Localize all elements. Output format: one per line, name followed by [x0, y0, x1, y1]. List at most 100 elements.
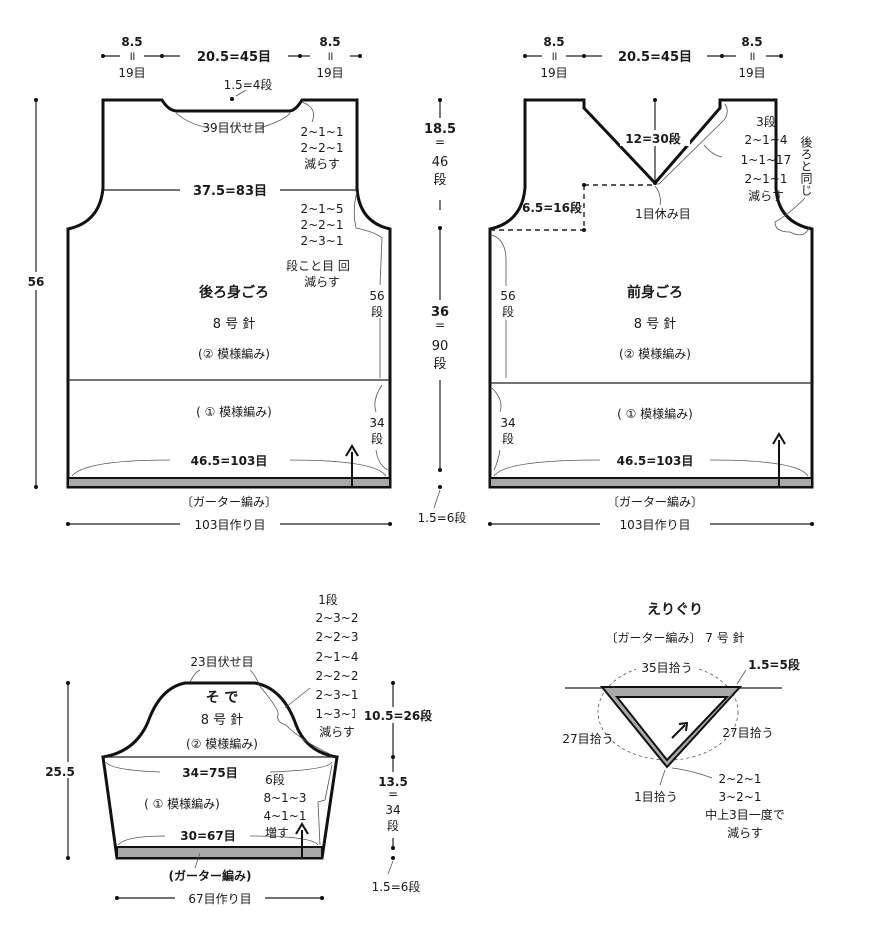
front-title: 前身ごろ — [627, 284, 683, 301]
equals-mark: ॥ — [748, 49, 755, 63]
back-armhole-dec-line: 2~3~1 — [300, 234, 343, 248]
sleeve-body-rows-unit: 段 — [387, 818, 399, 833]
back-neck-dec-line: 減らす — [304, 156, 340, 171]
body-cm: 36 — [431, 305, 449, 320]
front-shoulder-left-sts: 19目 — [540, 66, 567, 80]
sleeve-upper-width: 34=75目 — [182, 766, 237, 780]
sleeve-cap-height: 10.5=26段 — [364, 708, 433, 723]
back-cast-on: 103目作り目 — [195, 518, 266, 532]
sleeve-cap-dec-line: 1~3~1 — [315, 707, 358, 721]
body-rows-unit: 段 — [433, 357, 446, 372]
back-neck-width: 20.5=45目 — [197, 50, 271, 65]
sleeve-cap-dec-line: 2~3~1 — [315, 688, 358, 702]
knit-direction-arrow-icon — [678, 721, 689, 732]
front-v-dec-line: 1~1~17 — [741, 153, 792, 167]
back-outline — [66, 98, 392, 489]
band-rows: 1.5=6段 — [418, 510, 467, 525]
front-lower-rows-unit: 段 — [502, 431, 514, 446]
sleeve-cap-dec-line: 2~2~2 — [315, 669, 358, 683]
sleeve-band-label: (ガーター編み) — [169, 868, 252, 883]
back-lower-rows: 34 — [369, 416, 384, 430]
collar-spec: 〔ガーター編み〕 7 号 針 — [605, 630, 744, 645]
back-armhole-dec-line: 段こと目 回 — [286, 258, 350, 273]
back-neck-depth: 1.5=4段 — [224, 77, 273, 92]
back-neck-dec-line: 2~2~1 — [300, 141, 343, 155]
front-center-hold: 1目休み目 — [635, 207, 691, 221]
sleeve-body-rows: 34 — [385, 803, 400, 817]
front-side-rows: 56 — [500, 289, 515, 303]
collar-right-pickup: 27目拾う — [722, 725, 773, 740]
front-shoulder-right-sts: 19目 — [738, 66, 765, 80]
collar-dec-line: 減らす — [727, 825, 763, 840]
sleeve-inc-line: 4~1~1 — [263, 809, 306, 823]
equals-mark: = — [388, 787, 398, 801]
front-pattern1: ( ① 模様編み) — [617, 406, 693, 421]
back-shoulder-right-cm: 8.5 — [319, 35, 340, 49]
sleeve-top-bindoff: 23目伏せ目 — [190, 655, 253, 669]
total-height: 56 — [28, 275, 45, 289]
back-lower-rows-unit: 段 — [371, 431, 383, 446]
sleeve-garter-band — [116, 846, 323, 859]
front-band-label: 〔ガーター編み〕 — [607, 494, 703, 509]
front-neck-width: 20.5=45目 — [618, 50, 692, 65]
front-v-dec-line: 3段 — [756, 114, 776, 129]
knit-direction-arrow-icon — [345, 444, 359, 457]
back-body-piece: 8.5 ॥ 19目 20.5=45目 8.5 ॥ 19目 1.5=4段 39目伏… — [24, 35, 392, 532]
body-rows: 90 — [432, 339, 449, 354]
equals-mark: = — [435, 318, 445, 332]
sleeve-cap-dec-line: 2~3~2 — [315, 611, 358, 625]
sleeve-pattern2: (② 模様編み) — [186, 736, 258, 751]
equals-mark: ॥ — [128, 49, 135, 63]
sleeve-pattern1: ( ① 模様編み) — [144, 796, 220, 811]
sleeve-inc-line: 増す — [265, 826, 289, 840]
armhole-rows: 46 — [432, 155, 449, 170]
collar-dec-line: 中上3目一度で — [705, 807, 785, 822]
front-v-dec-line: 2~1~4 — [744, 133, 787, 147]
front-cast-on: 103目作り目 — [620, 518, 691, 532]
front-shoulder-left-cm: 8.5 — [543, 35, 564, 49]
front-needle: 8 号 針 — [634, 317, 677, 332]
back-pattern2: (② 模様編み) — [198, 346, 270, 361]
collar-back-pickup: 35目拾う — [641, 660, 692, 675]
front-v-dec-line: 2~1~1 — [744, 172, 787, 186]
back-shoulder-left-cm: 8.5 — [121, 35, 142, 49]
armhole-cm: 18.5 — [424, 122, 456, 137]
collar-dec-line: 3~2~1 — [718, 790, 761, 804]
collar-center-pickup: 1目拾う — [634, 789, 678, 804]
front-pattern2: (② 模様編み) — [619, 346, 691, 361]
back-armhole-dec-line: 2~2~1 — [300, 218, 343, 232]
sleeve-cap-dec-line: 2~2~3 — [315, 630, 358, 644]
front-outline — [488, 98, 814, 489]
sleeve-cap-dec-line: 1段 — [318, 592, 338, 607]
sleeve-cast-on: 67目作り目 — [188, 892, 251, 906]
center-row-measure: 18.5 = 46 段 36 = 90 段 1.5=6段 — [418, 98, 467, 525]
front-v-depth: 12=30段 — [625, 131, 681, 146]
back-neck-bindoff: 39目伏せ目 — [202, 121, 265, 135]
front-garter-band — [489, 477, 813, 488]
front-side-rows-unit: 段 — [502, 304, 514, 319]
collar-piece: えりぐり 〔ガーター編み〕 7 号 針 35目拾う 1.5=5段 27目拾う 2… — [562, 602, 800, 840]
equals-mark: ॥ — [550, 49, 557, 63]
back-armhole-dec-line: 2~1~5 — [300, 202, 343, 216]
back-needle: 8 号 針 — [213, 317, 256, 332]
front-lower-rows: 34 — [500, 416, 515, 430]
armhole-rows-unit: 段 — [433, 173, 446, 188]
back-title: 後ろ身ごろ — [199, 284, 269, 301]
collar-rows: 1.5=5段 — [748, 657, 801, 672]
sleeve-cap-dec-line: 減らす — [319, 724, 355, 739]
back-side-rows: 56 — [369, 289, 384, 303]
sleeve-needle: 8 号 針 — [201, 713, 244, 728]
sleeve-title: そ で — [206, 690, 239, 706]
knit-direction-arrow-icon — [295, 822, 309, 835]
sleeve-inc-line: 6段 — [265, 772, 285, 787]
sleeve-lower-width: 30=67目 — [180, 829, 235, 843]
front-hem-width: 46.5=103目 — [617, 454, 694, 468]
collar-title: えりぐり — [647, 602, 703, 618]
equals-mark: = — [435, 135, 445, 149]
back-armhole-dec-line: 減らす — [304, 274, 340, 289]
back-hem-width: 46.5=103目 — [191, 454, 268, 468]
back-side-rows-unit: 段 — [371, 304, 383, 319]
back-garter-band — [67, 477, 391, 488]
sleeve-band-rows: 1.5=6段 — [372, 879, 421, 894]
